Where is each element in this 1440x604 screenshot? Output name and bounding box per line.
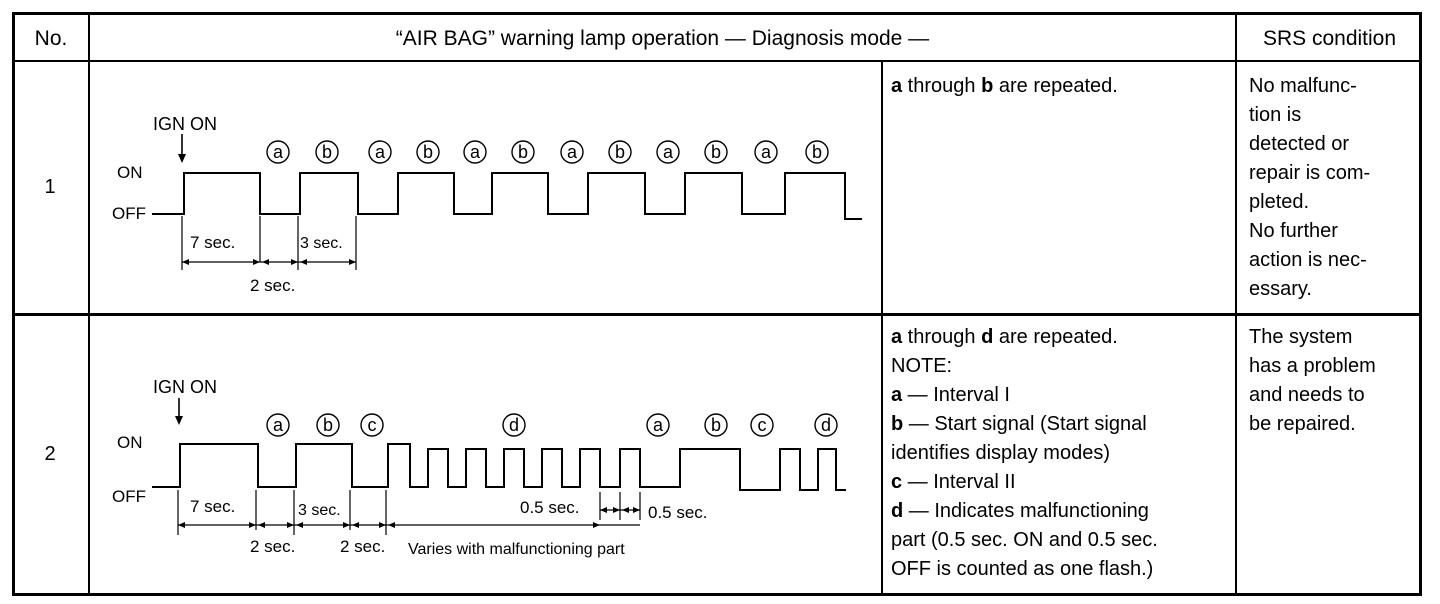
circled-label-d xyxy=(502,413,526,437)
row-1-note: a through b are repeated. xyxy=(891,75,1118,97)
row-2-dim-half-a: 0.5 sec. xyxy=(520,498,580,517)
key-a: a xyxy=(891,75,903,97)
circled-label-text: b xyxy=(711,142,721,162)
circled-label-text: d xyxy=(821,415,831,435)
circled-label-text: d xyxy=(509,415,519,435)
circled-label-b xyxy=(511,140,535,164)
row-2-timing-diagram: IGN ON ON OFF a b c d a b c d 7 sec. 3 sec. 0.5… xyxy=(112,377,846,558)
row-2-dim-2s-a: 2 sec. xyxy=(250,537,295,556)
circled-label-text: b xyxy=(323,415,333,435)
header-srs-condition: SRS condition xyxy=(1262,27,1397,50)
row-1-dim-3s: 3 sec. xyxy=(300,235,343,252)
row-1-srs-condition: No malfunc- tion is detected or repair i… xyxy=(1249,75,1371,300)
row-2-waveform xyxy=(152,443,846,491)
row-1-timing-diagram: IGN ON ON OFF a b a b a b a b a b a b 7 sec. 3 sec.… xyxy=(112,114,862,295)
circled-label-b xyxy=(704,413,728,437)
circled-label-b xyxy=(805,140,829,164)
circled-label-d xyxy=(814,413,838,437)
ign-on-arrow-icon xyxy=(175,416,183,425)
circled-label-a xyxy=(560,140,584,164)
row-2-dim-half-b: 0.5 sec. xyxy=(648,503,708,522)
circled-label-b xyxy=(316,413,340,437)
circled-label-a xyxy=(656,140,680,164)
circled-label-c xyxy=(750,413,774,437)
circled-label-text: a xyxy=(273,415,284,435)
circled-label-text: a xyxy=(761,142,772,162)
diagnosis-table xyxy=(12,12,1422,596)
ign-on-label: IGN ON xyxy=(153,377,217,397)
circled-label-a xyxy=(463,140,487,164)
circled-label-b xyxy=(704,140,728,164)
on-label: ON xyxy=(117,163,143,182)
row-2-note: a through d are repeated. NOTE: a — Inte… xyxy=(891,326,1158,580)
circled-label-b xyxy=(315,140,339,164)
circled-label-text: c xyxy=(758,415,767,435)
circled-label-a xyxy=(368,140,392,164)
header-divider xyxy=(12,60,1422,62)
circled-label-text: a xyxy=(663,142,674,162)
circled-label-text: b xyxy=(518,142,528,162)
column-divider-1 xyxy=(88,12,90,596)
circled-label-text: b xyxy=(812,142,822,162)
circled-label-text: b xyxy=(322,142,332,162)
column-divider-2 xyxy=(881,60,883,596)
row-2-varies-label: Varies with malfunctioning part xyxy=(408,541,625,558)
row-1-dim-2s: 2 sec. xyxy=(250,276,295,295)
circled-label-text: b xyxy=(711,415,721,435)
circled-label-text: a xyxy=(273,142,284,162)
off-label: OFF xyxy=(112,204,146,223)
row-1-dim-7s: 7 sec. xyxy=(190,233,235,252)
row-2-dim-2s-b: 2 sec. xyxy=(340,537,385,556)
on-label: ON xyxy=(117,433,143,452)
ign-on-label: IGN ON xyxy=(153,114,217,134)
key-b: b xyxy=(981,75,994,97)
circled-label-text: a xyxy=(653,415,664,435)
circled-label-a xyxy=(266,413,290,437)
ign-on-arrow-icon xyxy=(178,154,186,163)
circled-label-a xyxy=(266,140,290,164)
circled-label-text: a xyxy=(567,142,578,162)
off-label: OFF xyxy=(112,487,146,506)
circled-label-text: b xyxy=(423,142,433,162)
header-operation: “AIR BAG” warning lamp operation — Diagn… xyxy=(395,27,930,50)
row-2-dim-3s: 3 sec. xyxy=(298,502,341,519)
circled-label-b xyxy=(416,140,440,164)
row-1-waveform xyxy=(152,172,862,220)
circled-label-text: a xyxy=(470,142,481,162)
circled-label-text: c xyxy=(368,415,377,435)
circled-label-text: a xyxy=(375,142,386,162)
circled-label-a xyxy=(754,140,778,164)
row-2-dim-7s: 7 sec. xyxy=(190,497,235,516)
circled-label-c xyxy=(360,413,384,437)
header-no: No. xyxy=(34,27,68,50)
row-divider xyxy=(12,313,1422,316)
row-1-number: 1 xyxy=(44,176,56,198)
column-divider-3 xyxy=(1235,12,1237,596)
row-2-srs-condition: The system has a problem and needs to be… xyxy=(1249,326,1376,435)
row-2-number: 2 xyxy=(44,443,56,465)
circled-label-a xyxy=(646,413,670,437)
circled-label-text: b xyxy=(615,142,625,162)
circled-label-b xyxy=(608,140,632,164)
